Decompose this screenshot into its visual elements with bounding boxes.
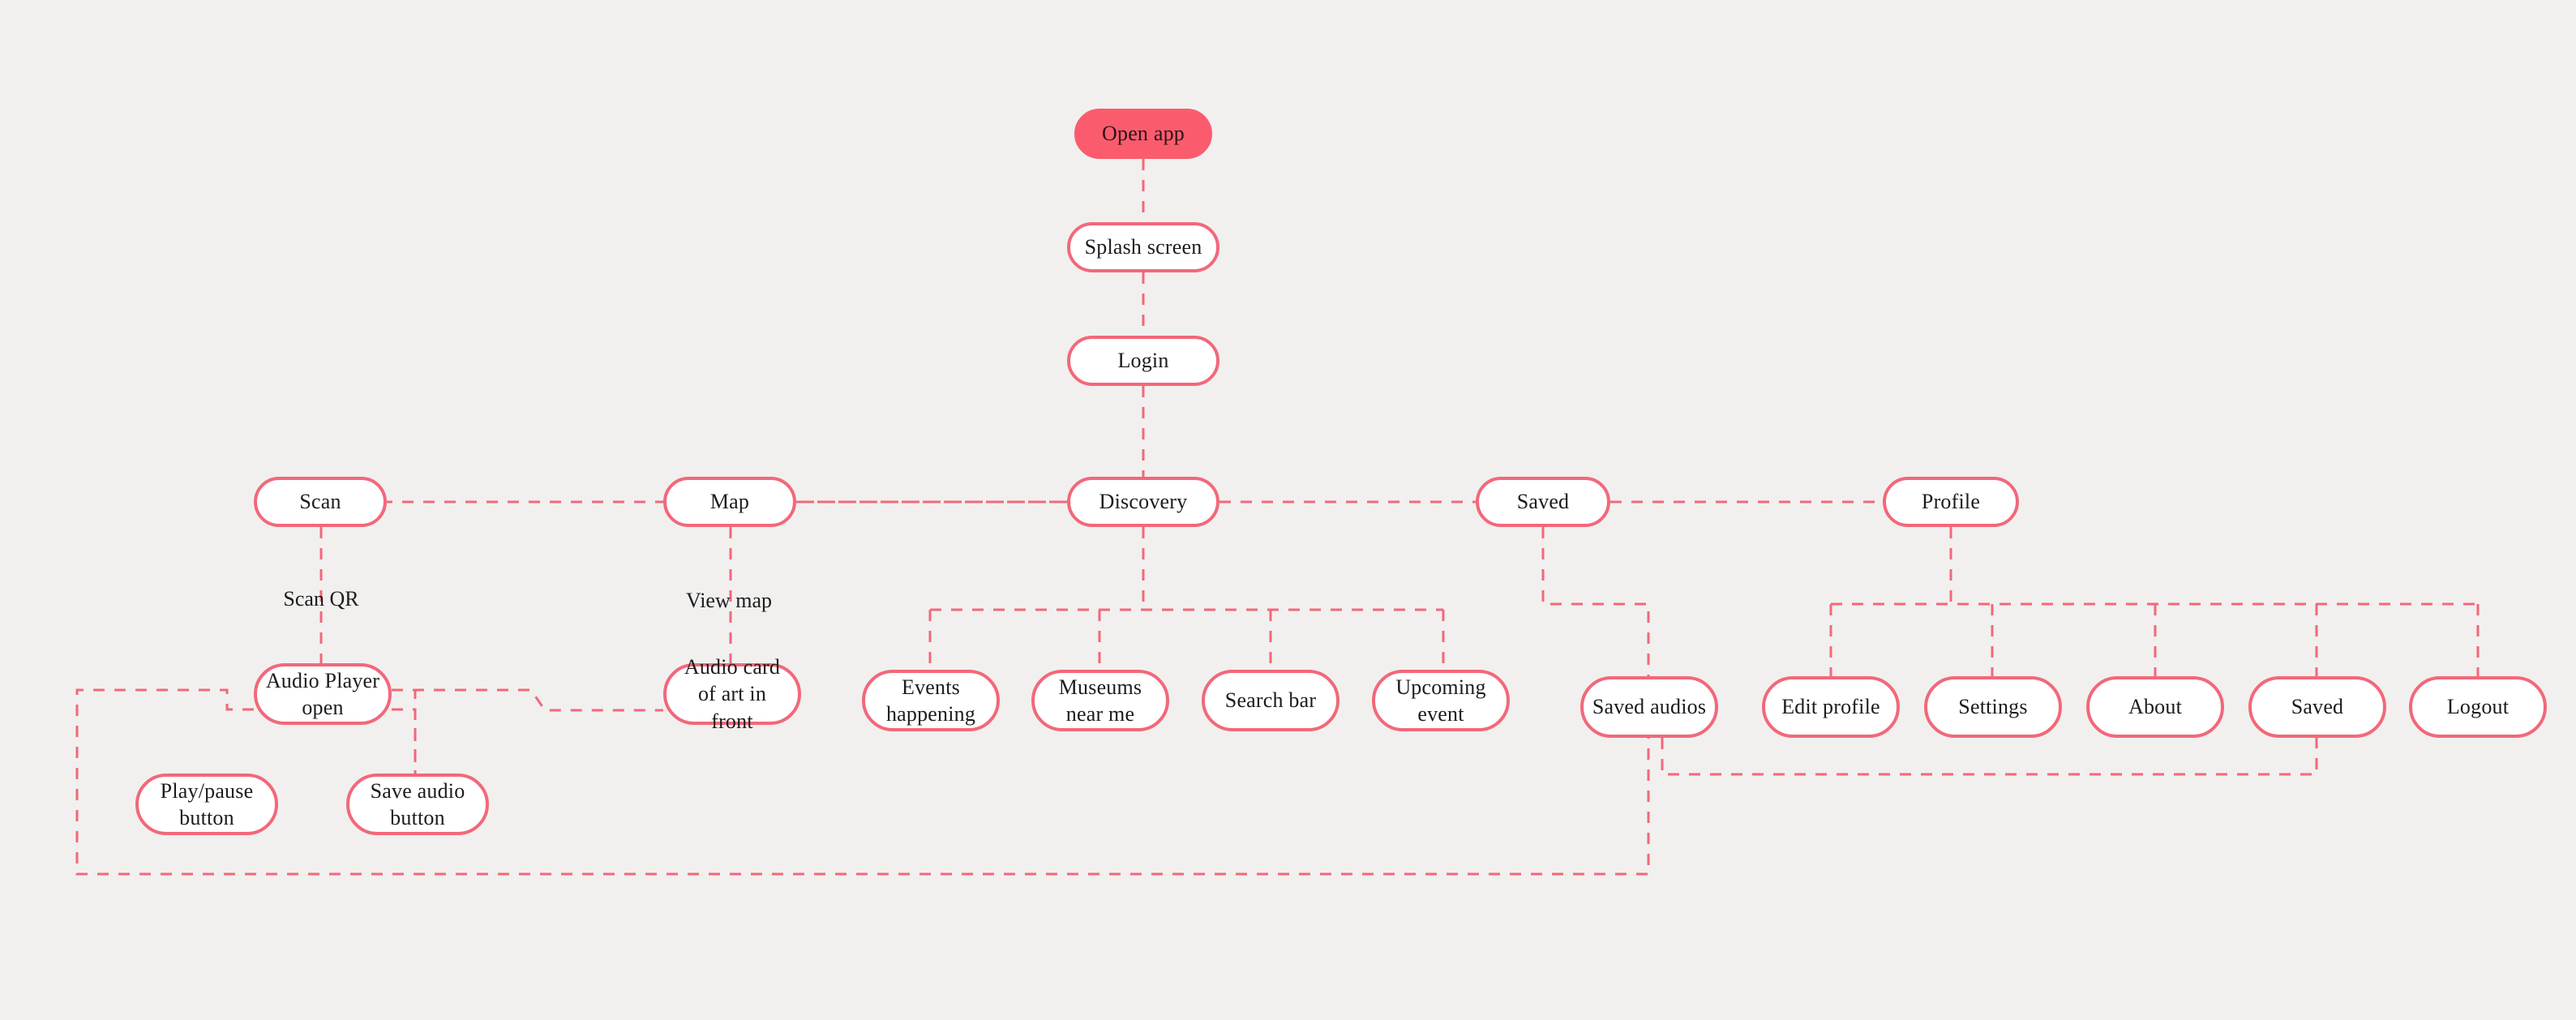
node-saved-audios[interactable]: Saved audios [1580,676,1718,738]
node-save-audio[interactable]: Save audio button [346,774,489,835]
node-label-scan: Scan [299,490,341,514]
node-events[interactable]: Events happening [862,670,1000,731]
node-label-upcoming: Upcoming event [1395,675,1486,726]
node-label-saved-profile: Saved [2291,695,2344,719]
node-login[interactable]: Login [1067,336,1219,386]
node-label-logout: Logout [2446,695,2510,719]
node-edit-profile[interactable]: Edit profile [1762,676,1900,738]
node-label-events: Events happening [885,675,976,726]
node-label-search-bar: Search bar [1224,688,1317,713]
edge-audio-player-to-play-pause [392,708,417,774]
node-saved-tab[interactable]: Saved [1476,477,1610,527]
node-label-saved-audios: Saved audios [1592,695,1707,719]
node-scan[interactable]: Scan [254,477,387,527]
node-discovery[interactable]: Discovery [1067,477,1219,527]
node-label-audio-card: Audio card of art in front [684,655,781,733]
node-settings[interactable]: Settings [1924,676,2062,738]
node-map[interactable]: Map [663,477,796,527]
node-about[interactable]: About [2086,676,2224,738]
node-logout[interactable]: Logout [2409,676,2547,738]
node-label-splash-screen: Splash screen [1084,235,1202,259]
node-label-saved-tab: Saved [1516,490,1570,514]
node-profile[interactable]: Profile [1883,477,2019,527]
edge-label-scan-qr: Scan QR [283,587,359,611]
edge-audio-player-to-save-audio [392,688,417,774]
node-search-bar[interactable]: Search bar [1202,670,1339,731]
node-audio-player[interactable]: Audio Player open [254,663,392,725]
node-label-map: Map [709,490,750,514]
edge-audio-player-to-audio-card [392,688,663,712]
node-label-play-pause: Play/pause button [160,778,254,829]
node-splash-screen[interactable]: Splash screen [1067,222,1219,272]
node-label-open-app: Open app [1102,122,1185,146]
node-label-audio-player: Audio Player open [265,668,380,719]
edge-saved-audios-to-saved [1661,738,2318,776]
edge-label-view-map: View map [685,589,773,612]
node-label-login: Login [1117,349,1169,373]
node-open-app[interactable]: Open app [1074,109,1212,159]
node-play-pause[interactable]: Play/pause button [135,774,278,835]
node-upcoming[interactable]: Upcoming event [1372,670,1510,731]
edge-saved-to-saved-audios [1541,527,1650,676]
node-label-discovery: Discovery [1099,490,1188,514]
node-saved-profile[interactable]: Saved [2248,676,2386,738]
node-label-edit-profile: Edit profile [1781,695,1880,719]
node-label-museums: Museums near me [1058,675,1142,726]
node-label-settings: Settings [1958,695,2028,719]
node-label-save-audio: Save audio button [370,778,465,829]
node-audio-card[interactable]: Audio card of art in front [663,655,801,733]
node-label-profile: Profile [1921,490,1981,514]
node-museums[interactable]: Museums near me [1031,670,1169,731]
node-label-about: About [2128,695,2182,719]
